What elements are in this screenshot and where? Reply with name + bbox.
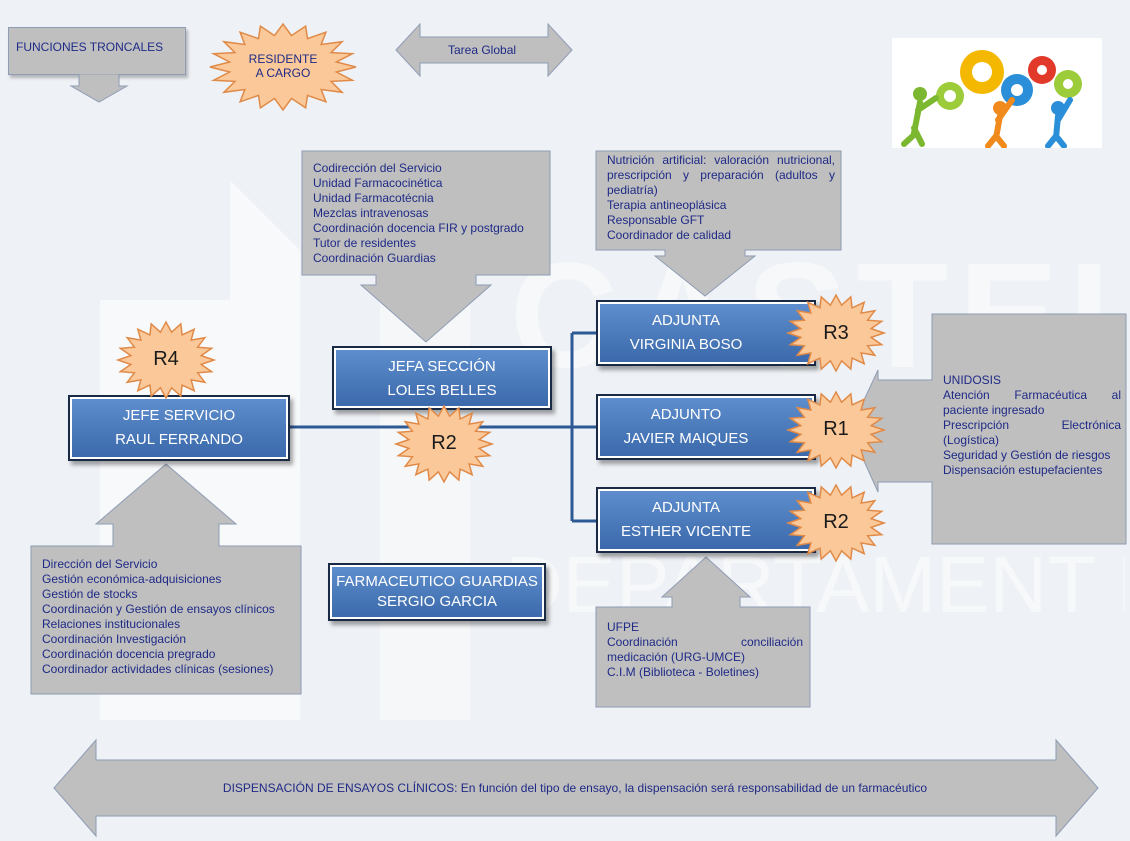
task-item: Gestión de stocks bbox=[42, 587, 138, 601]
guardias-box: FARMACEUTICO GUARDIAS SERGIO GARCIA bbox=[328, 563, 546, 621]
adjunta-vicente-box: ADJUNTA ESTHER VICENTE bbox=[596, 487, 816, 553]
adjunta-vicente-name: ESTHER VICENTE bbox=[620, 523, 752, 540]
ferrando-task-list: Dirección del Servicio Gestión económica… bbox=[42, 557, 302, 677]
task-item: Unidad Farmacocinética bbox=[313, 176, 443, 190]
maiques-tasks-callout bbox=[849, 313, 1127, 545]
jefe-servicio-name: RAUL FERRANDO bbox=[115, 431, 243, 448]
adjunta-boso-name: VIRGINIA BOSO bbox=[629, 336, 743, 353]
task-item: Atención Farmacéutica al paciente ingres… bbox=[943, 388, 1121, 417]
jefa-seccion-name: LOLES BELLES bbox=[387, 382, 497, 399]
vicente-task-list: UFPE Coordinación conciliación medicació… bbox=[607, 620, 803, 680]
gears-teamwork-icon bbox=[892, 38, 1102, 148]
burst-r2-vicente-label: R2 bbox=[823, 511, 849, 533]
task-item: Coordinador actividades clínicas (sesion… bbox=[42, 662, 274, 676]
bottom-double-arrow bbox=[53, 738, 1099, 838]
task-item: Terapia antineoplásica bbox=[607, 198, 727, 212]
jefa-seccion-tasks-callout bbox=[301, 150, 551, 343]
legend-resident-burst bbox=[209, 22, 357, 112]
task-item: UNIDOSIS bbox=[943, 373, 1002, 387]
bottom-note: DISPENSACIÓN DE ENSAYOS CLÍNICOS: En fun… bbox=[222, 781, 928, 795]
adjunto-maiques-name: JAVIER MAIQUES bbox=[623, 430, 749, 447]
task-item: Coordinación Guardias bbox=[313, 251, 436, 265]
maiques-task-list: UNIDOSIS Atención Farmacéutica al pacien… bbox=[943, 373, 1121, 478]
boso-tasks-callout bbox=[595, 150, 842, 297]
task-item: Seguridad y Gestión de riesgos bbox=[943, 448, 1111, 462]
task-item: Nutrición artificial: valoración nutrici… bbox=[607, 153, 835, 197]
task-item: Dispensación estupefacientes bbox=[943, 463, 1103, 477]
legend-core-functions-label: FUNCIONES TRONCALES bbox=[16, 40, 164, 54]
task-item: Tutor de residentes bbox=[313, 236, 416, 250]
task-item: Coordinador de calidad bbox=[607, 228, 732, 242]
jefe-servicio-box: JEFE SERVICIO RAUL FERRANDO bbox=[68, 395, 290, 461]
task-item: Dirección del Servicio bbox=[42, 557, 158, 571]
burst-r2-seccion-label: R2 bbox=[431, 432, 457, 454]
legend-core-functions-box bbox=[8, 27, 186, 75]
adjunto-maiques-role: ADJUNTO bbox=[650, 406, 722, 423]
task-item: Mezclas intravenosas bbox=[313, 206, 429, 220]
task-item: Coordinación y Gestión de ensayos clínic… bbox=[42, 602, 275, 616]
burst-r1-label: R1 bbox=[823, 418, 849, 440]
task-item: Unidad Farmacotécnia bbox=[313, 191, 434, 205]
task-item: Relaciones institucionales bbox=[42, 617, 181, 631]
legend-down-arrow bbox=[69, 74, 129, 103]
task-item: Gestión económica-adquisiciones bbox=[42, 572, 222, 586]
task-item: Codirección del Servicio bbox=[313, 161, 442, 175]
adjunto-maiques-box: ADJUNTO JAVIER MAIQUES bbox=[596, 394, 816, 460]
task-item: Responsable GFT bbox=[607, 213, 705, 227]
guardias-name: SERGIO GARCIA bbox=[376, 593, 498, 610]
adjunta-boso-role: ADJUNTA bbox=[651, 312, 721, 329]
ferrando-tasks-callout bbox=[30, 463, 302, 695]
adjunta-boso-box: ADJUNTA VIRGINIA BOSO bbox=[596, 300, 816, 366]
burst-r1 bbox=[786, 390, 886, 470]
task-item: Coordinación Investigación bbox=[42, 632, 187, 646]
guardias-role: FARMACEUTICO GUARDIAS bbox=[336, 573, 538, 590]
burst-r4-label: R4 bbox=[153, 348, 179, 370]
legend-resident-label: RESIDENTE A CARGO bbox=[248, 52, 318, 80]
task-item: Prescripción Electrónica (Logística) bbox=[943, 418, 1121, 447]
task-item: C.I.M (Biblioteca - Boletines) bbox=[607, 665, 760, 679]
burst-r3-label: R3 bbox=[823, 322, 849, 344]
task-item: Coordinación docencia pregrado bbox=[42, 647, 216, 661]
boso-task-list: Nutrición artificial: valoración nutrici… bbox=[607, 153, 835, 243]
task-item: Coordinación conciliación medicación (UR… bbox=[607, 635, 803, 664]
task-item: UFPE bbox=[607, 620, 640, 634]
task-item: Coordinación docencia FIR y postgrado bbox=[313, 221, 524, 235]
jefa-seccion-role: JEFA SECCIÓN bbox=[388, 358, 496, 375]
adjunta-vicente-role: ADJUNTA bbox=[651, 499, 721, 516]
burst-r2-seccion bbox=[394, 404, 494, 484]
burst-r4 bbox=[116, 320, 216, 400]
jefe-servicio-role: JEFE SERVICIO bbox=[122, 407, 236, 424]
legend-global-task-arrow bbox=[395, 22, 573, 78]
vicente-tasks-callout bbox=[595, 556, 811, 708]
burst-r3 bbox=[786, 293, 886, 373]
jefa-seccion-task-list: Codirección del Servicio Unidad Farmacoc… bbox=[313, 161, 548, 266]
burst-r2-vicente bbox=[786, 483, 886, 563]
legend-global-task-label: Tarea Global bbox=[448, 43, 517, 57]
jefa-seccion-box: JEFA SECCIÓN LOLES BELLES bbox=[332, 346, 552, 410]
